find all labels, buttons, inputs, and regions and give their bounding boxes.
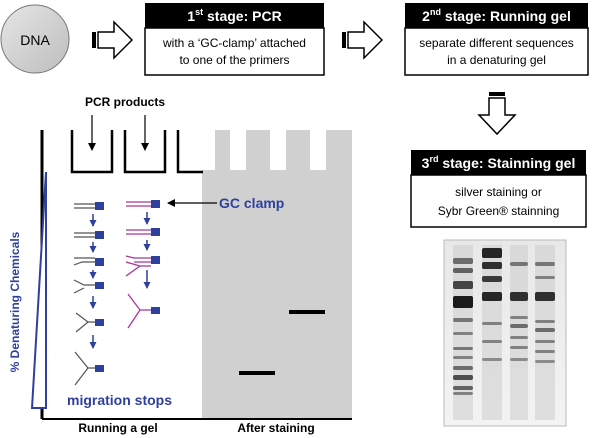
gel-photo-lane [510,245,528,420]
gel-photo-band [535,320,555,323]
block-arrow-2 [342,20,384,60]
gel-photo-lane [482,245,502,420]
strands-col1 [73,202,104,386]
well-2 [123,130,167,174]
stage1-line1: with a ‘GC-clamp’ attached [162,36,306,50]
gel-photo-band [482,358,502,361]
gel-photo [443,239,567,427]
gel-photo-band [535,262,555,266]
gel-photo-band [453,296,473,308]
gel-photo-band [453,268,473,273]
stage2-line2: in a denaturing gel [447,53,546,67]
pcr-products-label: PCR products [85,95,165,109]
denaturing-label: % Denaturing Chemicals [8,231,22,372]
gel-photo-band [453,318,473,322]
after-staining-label: After staining [237,421,314,435]
gel-photo-band [482,248,502,258]
block-arrow-3 [477,92,517,136]
gel-photo-band [535,350,555,353]
gel-photo-band [453,375,473,380]
gc-clamp-label: GC clamp [219,195,284,211]
stage3-box: 3rd stage: Stainning gel silver staining… [410,150,587,228]
running-gel-label: Running a gel [78,421,157,435]
gel-schematic: PCR products % Denaturing Chemicals [8,95,352,435]
gel-photo-band [453,332,473,335]
gel-photo-band [535,328,555,332]
gel-photo-band [510,316,528,319]
dna-label: DNA [20,32,50,48]
gel-photo-band [510,358,528,361]
gel-photo-band [482,322,502,325]
gel-photo-bands [453,245,555,420]
gel-photo-band [453,281,473,289]
gel-photo-band [510,324,528,328]
gel-photo-band [535,292,555,301]
gel-photo-band [535,340,555,343]
stage2-box: 2nd stage: Running gel separate differen… [404,3,589,76]
block-arrow-1 [92,20,134,60]
stage1-box: 1st stage: PCR with a ‘GC-clamp’ attache… [144,3,325,76]
gel-photo-band [535,276,555,279]
stained-band-2 [239,371,275,375]
gel-photo-band [453,386,473,390]
gel-photo-band [482,276,502,282]
stained-band-1 [289,310,325,314]
stage1-line2: to one of the primers [179,53,289,67]
gel-photo-band [482,340,502,343]
stage3-line1: silver staining or [455,185,542,199]
denaturing-gradient [30,171,47,409]
stage2-title: 2nd stage: Running gel [422,7,571,24]
stage3-title: 3rd stage: Stainning gel [422,154,576,171]
stage1-title: 1st stage: PCR [187,7,281,24]
gel-photo-band [453,258,473,264]
after-staining-region [202,170,352,419]
gel-photo-band [510,336,528,339]
gel-photo-band [453,356,473,359]
gel-photo-band [510,346,528,349]
gel-photo-band [453,392,473,395]
stage3-line2: Sybr Green® stainning [438,204,560,218]
migration-stops-label: migration stops [67,392,172,408]
well-3 [176,130,203,174]
gel-photo-band [510,292,528,301]
gel-photo-band [482,262,502,269]
well-1 [70,130,114,174]
gel-photo-band [453,347,473,350]
stage2-line1: separate different sequences [419,36,574,50]
gel-photo-band [510,262,528,266]
dna-node: DNA [0,4,70,74]
gel-photo-band [453,366,473,370]
gel-photo-band [535,360,555,363]
gel-photo-lane [535,245,555,420]
strands-col2 [125,200,160,329]
gel-photo-band [482,292,502,301]
